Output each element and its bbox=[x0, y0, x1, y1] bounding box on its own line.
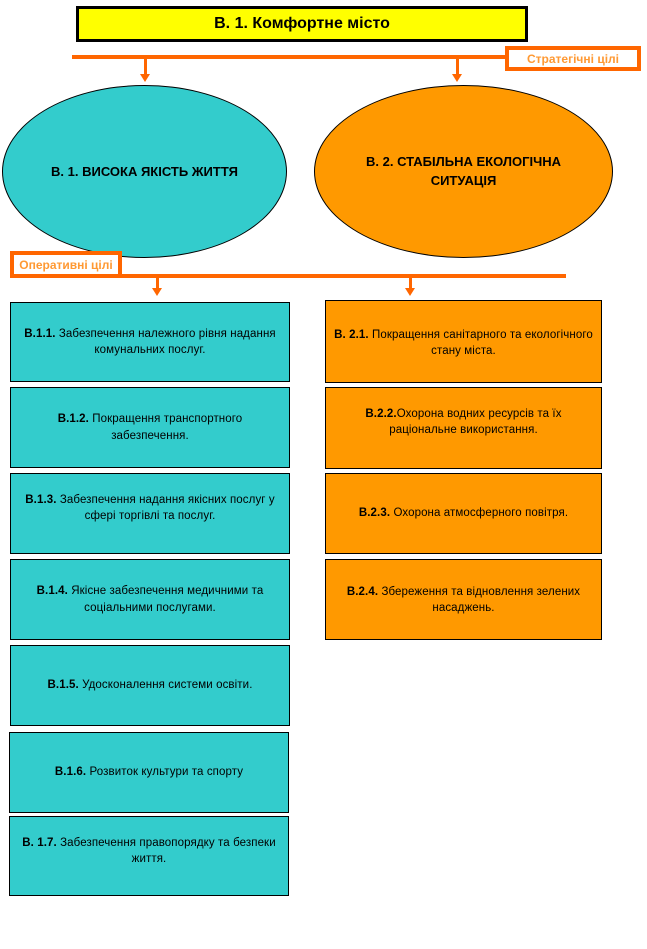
strategic-connector-line bbox=[72, 55, 506, 59]
goal-text: Забезпечення правопорядку та безпеки жит… bbox=[60, 837, 276, 866]
operational-goal-b1-5: В.1.5. Удосконалення системи освіти. bbox=[10, 645, 290, 726]
strategic-goals-label-box: Стратегічні цілі bbox=[505, 46, 641, 71]
operational-goal-b1-7: В. 1.7. Забезпечення правопорядку та без… bbox=[9, 816, 289, 896]
arrow-shaft-branch1 bbox=[144, 57, 147, 75]
arrow-down-icon bbox=[152, 288, 162, 296]
operational-goal-b2-4: В.2.4. Збереження та відновлення зелених… bbox=[325, 559, 602, 640]
operational-goals-label-box: Оперативні цілі bbox=[10, 251, 122, 278]
arrow-shaft-branch2 bbox=[456, 57, 459, 75]
goal-code: В.2.3. bbox=[358, 507, 391, 520]
goal-code: В. 1.7. bbox=[22, 837, 57, 849]
goal-text: Забезпечення належного рівня надання ком… bbox=[58, 327, 276, 356]
goal-code: В.2.4. bbox=[346, 586, 379, 598]
main-title-box: В. 1. Комфортне місто bbox=[76, 6, 528, 42]
strategic-goal-b1-label: В. 1. ВИСОКА ЯКІСТЬ ЖИТТЯ bbox=[51, 164, 238, 179]
arrow-down-icon bbox=[140, 74, 150, 82]
goal-code: В.1.4. bbox=[36, 585, 68, 598]
strategic-goal-b1: В. 1. ВИСОКА ЯКІСТЬ ЖИТТЯ bbox=[2, 85, 287, 258]
operational-goal-b1-6: В.1.6. Розвиток культури та спорту bbox=[9, 732, 289, 813]
goal-code: В.2.2. bbox=[365, 408, 397, 420]
goal-text: Удосконалення системи освіти. bbox=[82, 679, 253, 692]
strategic-goals-label: Стратегічні цілі bbox=[527, 51, 619, 66]
operational-goal-b2-3: В.2.3. Охорона атмосферного повітря. bbox=[325, 473, 602, 554]
goal-text: Охорона атмосферного повітря. bbox=[393, 507, 569, 520]
goal-code: В. 2.1. bbox=[334, 329, 369, 341]
goal-text: Покращення транспортного забезпечення. bbox=[92, 413, 243, 442]
goal-text: Якісне забезпечення медичними та соціаль… bbox=[71, 585, 264, 614]
goal-text: Покращення санітарного та екологічного с… bbox=[371, 329, 593, 358]
operational-goal-b1-2: В.1.2. Покращення транспортного забезпеч… bbox=[10, 387, 290, 468]
goal-code: В.1.3. bbox=[25, 494, 57, 506]
arrow-shaft-ops-branch1 bbox=[156, 276, 159, 288]
goal-text: Забезпечення надання якісних послуг у сф… bbox=[59, 494, 275, 523]
operational-goal-b1-4: В.1.4. Якісне забезпечення медичними та … bbox=[10, 559, 290, 640]
goal-code: В.1.2. bbox=[57, 413, 89, 426]
operational-goals-label: Оперативні цілі bbox=[19, 257, 113, 272]
goal-code: В.1.5. bbox=[47, 679, 79, 692]
goal-text: Розвиток культури та спорту bbox=[89, 766, 244, 779]
goal-code: В.1.1. bbox=[24, 327, 56, 340]
operational-goal-b2-1: В. 2.1. Покращення санітарного та еколог… bbox=[325, 300, 602, 383]
strategic-goal-b2-label: В. 2. СТАБІЛЬНА ЕКОЛОГІЧНА СИТУАЦІЯ bbox=[366, 153, 561, 188]
goal-text: Збереження та відновлення зелених насадж… bbox=[381, 586, 581, 615]
arrow-shaft-ops-branch2 bbox=[409, 276, 412, 288]
operational-goal-b1-3: В.1.3. Забезпечення надання якісних посл… bbox=[10, 473, 290, 554]
goal-text: Охорона водних ресурсів та їх раціональн… bbox=[389, 408, 562, 437]
operational-connector-line bbox=[121, 274, 566, 278]
goal-code: В.1.6. bbox=[54, 766, 87, 779]
arrow-down-icon bbox=[452, 74, 462, 82]
arrow-down-icon bbox=[405, 288, 415, 296]
operational-goal-b1-1: В.1.1. Забезпечення належного рівня нада… bbox=[10, 302, 290, 382]
main-title: В. 1. Комфортне місто bbox=[214, 15, 390, 32]
strategic-goal-b2: В. 2. СТАБІЛЬНА ЕКОЛОГІЧНА СИТУАЦІЯ bbox=[314, 85, 613, 258]
operational-goal-b2-2: В.2.2.Охорона водних ресурсів та їх раці… bbox=[325, 387, 602, 469]
